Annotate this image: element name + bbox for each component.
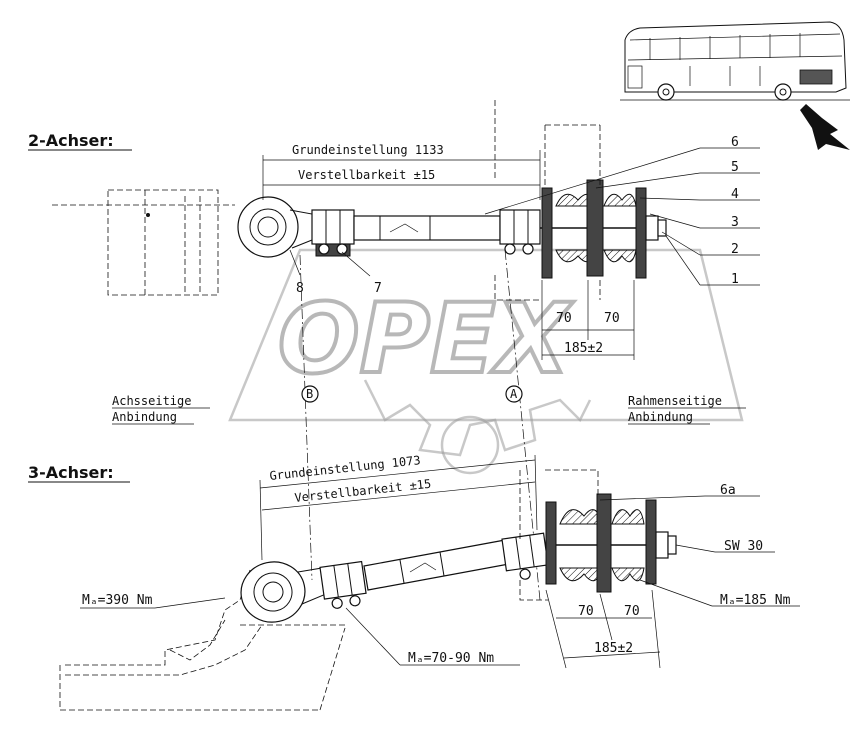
frame-side-label-line1: Rahmenseitige [628, 394, 722, 408]
section-mark-b-label: B [306, 387, 313, 401]
three-axle-assembly: Grundeinstellung 1073 Verstellbarkeit ±1… [59, 453, 800, 711]
bus-icon [620, 21, 850, 101]
part-number-2: 2 [731, 242, 739, 257]
dim-spacer-total-2axle: 185±2 [564, 341, 603, 356]
part-number-6a: 6a [720, 483, 736, 498]
adjustability-3axle-label: Verstellbarkeit ±15 [294, 477, 432, 505]
two-axle-assembly: Grundeinstellung 1133 Verstellbarkeit ±1… [52, 100, 760, 360]
torque-axle-label: Mₐ=390 Nm [82, 593, 153, 608]
axle-side-label-line2: Anbindung [112, 410, 177, 424]
torque-frame-label: Mₐ=185 Nm [720, 593, 791, 608]
title-3-axle: 3-Achser: [28, 463, 114, 482]
part-number-5: 5 [731, 160, 739, 175]
part-number-1: 1 [731, 272, 739, 287]
section-mark-a-label: A [510, 387, 518, 401]
wrench-size-label: SW 30 [724, 539, 763, 554]
axle-side-label-line1: Achsseitige [112, 394, 191, 408]
arrow-pointer-icon [800, 104, 850, 150]
dim-spacer-right-3axle: 70 [624, 604, 640, 619]
basic-setting-3axle-label: Grundeinstellung 1073 [269, 453, 421, 483]
frame-side-label-line2: Anbindung [628, 410, 693, 424]
torque-clamp-label: Mₐ=70-90 Nm [408, 651, 494, 666]
part-number-4: 4 [731, 187, 739, 202]
basic-setting-2axle-label: Grundeinstellung 1133 [292, 143, 444, 157]
title-2-axle: 2-Achser: [28, 131, 114, 150]
part-number-6: 6 [731, 135, 739, 150]
dim-spacer-right-2axle: 70 [604, 311, 620, 326]
dim-spacer-total-3axle: 185±2 [594, 641, 633, 656]
dim-spacer-left-2axle: 70 [556, 311, 572, 326]
section-mark-b [301, 385, 319, 403]
section-mark-a [505, 385, 523, 403]
dim-spacer-left-3axle: 70 [578, 604, 594, 619]
part-number-7: 7 [374, 281, 382, 296]
part-number-8: 8 [296, 281, 304, 296]
part-number-3: 3 [731, 215, 739, 230]
adjustability-2axle-label: Verstellbarkeit ±15 [298, 168, 435, 182]
